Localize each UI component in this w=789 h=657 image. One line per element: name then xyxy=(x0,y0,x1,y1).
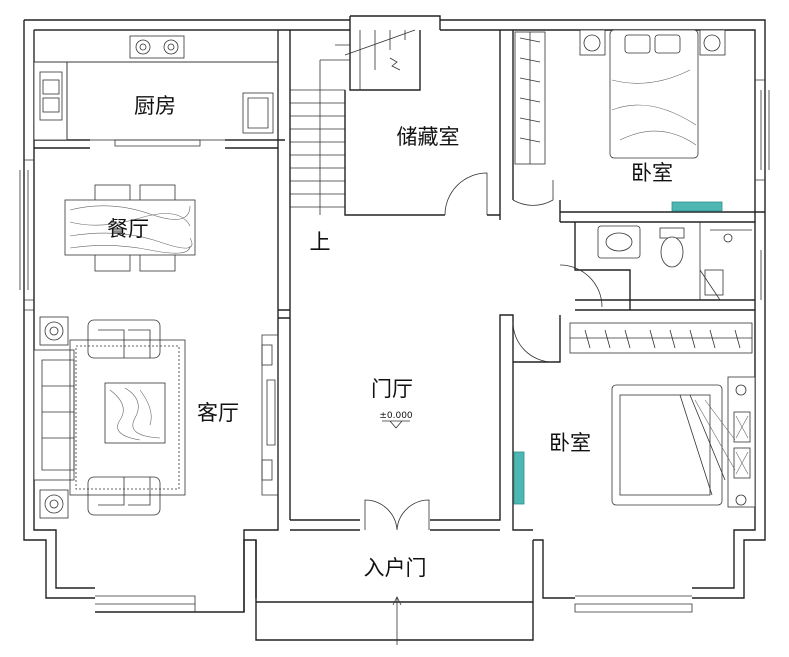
bathroom-fixtures xyxy=(597,222,752,301)
staircase xyxy=(290,29,416,215)
ac-unit-top xyxy=(671,201,723,212)
room-label-foyer: 门厅 xyxy=(371,377,413,401)
elevation-mark: ±0.000 xyxy=(379,411,413,421)
room-label-living: 客厅 xyxy=(197,401,239,425)
kitchen-fixtures xyxy=(33,29,279,147)
entry-arrow xyxy=(392,596,402,645)
wardrobes xyxy=(514,31,753,354)
elevation-symbol xyxy=(382,420,410,429)
room-label-entrance: 入户门 xyxy=(364,556,427,580)
living-room-furniture xyxy=(33,316,279,519)
bedroom-top-furniture xyxy=(579,29,726,212)
doors xyxy=(364,172,603,531)
room-label-bedroom-top: 卧室 xyxy=(631,161,673,185)
room-label-dining: 餐厅 xyxy=(107,217,149,241)
room-label-kitchen: 厨房 xyxy=(134,94,176,118)
room-label-bedroom-bottom: 卧室 xyxy=(549,431,591,455)
ac-unit-bottom xyxy=(513,451,525,505)
room-label-storage: 储藏室 xyxy=(397,125,460,149)
dining-table xyxy=(64,184,196,272)
stairs-up-label: 上 xyxy=(310,230,331,254)
bedroom-bottom-furniture xyxy=(513,376,756,508)
